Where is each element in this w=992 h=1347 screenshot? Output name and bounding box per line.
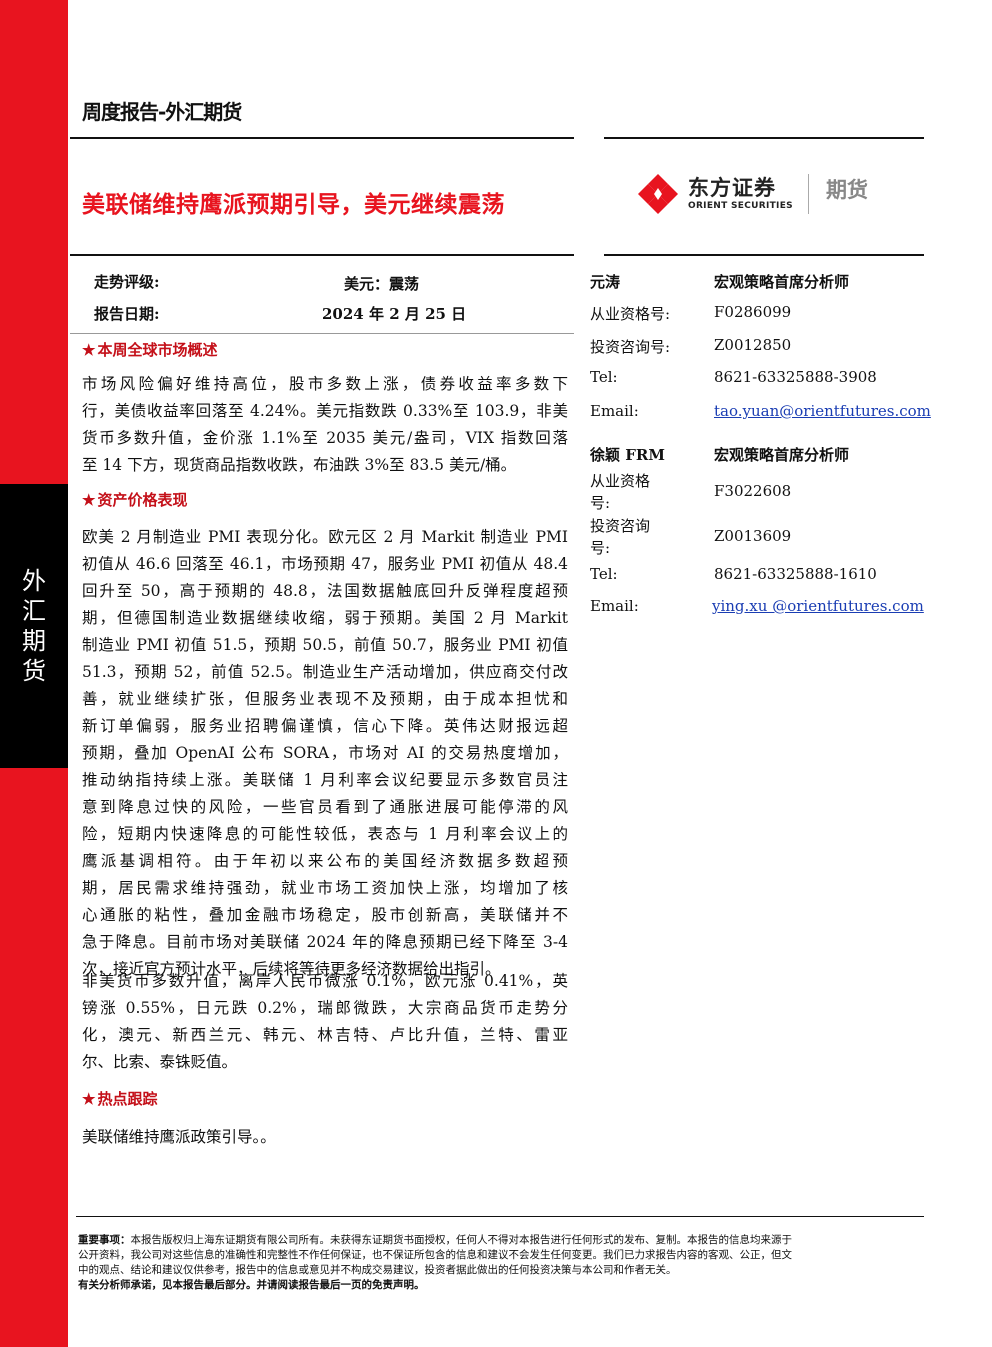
- header-rule-left: [70, 137, 574, 139]
- header-rule-right: [604, 137, 924, 139]
- rating-value: 美元：震荡: [344, 275, 420, 293]
- hot-topics-paragraph: 美联储维持鹰派政策引导。。: [82, 1124, 568, 1151]
- star-icon: ★: [82, 1090, 96, 1108]
- logo-chinese-name: 东方证券: [688, 176, 776, 200]
- disclaimer: 重要事项：本报告版权归上海东证期货有限公司所有。未获得东证期货书面授权，任何人不…: [78, 1233, 930, 1293]
- analyst-2-tel-value: 8621-63325888-1610: [714, 565, 877, 583]
- section-title-asset-prices: ★资产价格表现: [82, 491, 188, 509]
- analyst-1-name: 元涛: [590, 273, 621, 291]
- paragraph-line: 尔、比索、泰铢贬值。: [82, 1053, 238, 1071]
- disclaimer-line-3: 中的观点、结论和建议仅供参考，报告中的信息或意见并不构成交易建议，投资者据此做出…: [78, 1264, 677, 1276]
- paragraph-line: 善，就业继续扩张，但服务业表现不及预期，由于成本担忧和: [82, 690, 568, 708]
- overview-paragraph: 市场风险偏好维持高位，股市多数上涨，债券收益率多数下行，美债收益率回落至 4.2…: [82, 371, 568, 479]
- side-tab-char: 期: [22, 627, 46, 655]
- meta-rule-bottom: [70, 333, 574, 334]
- paragraph-line: 预期，叠加 OpenAI 公布 SORA，市场对 AI 的交易热度增加，: [82, 744, 568, 762]
- paragraph-line: 非美货币多数升值，离岸人民币微涨 0.1%，欧元涨 0.41%，英: [82, 972, 568, 990]
- date-value: 2024 年 2 月 25 日: [322, 305, 467, 323]
- analyst-1-tel-value: 8621-63325888-3908: [714, 368, 877, 386]
- paragraph-line: 期，居民需求维持强劲，就业市场工资加快上涨，均增加了核: [82, 879, 568, 897]
- rating-label: 走势评级:: [94, 273, 160, 291]
- analyst-2-email-link[interactable]: ying.xu @orientfutures.com: [712, 597, 924, 615]
- date-label: 报告日期:: [94, 305, 160, 323]
- logo-mark-icon: [638, 174, 678, 214]
- logo-futures-label: 期货: [826, 178, 868, 202]
- analyst-1-consult-value: Z0012850: [714, 336, 792, 354]
- section-title-overview: ★本周全球市场概述: [82, 341, 218, 359]
- paragraph-line: 期，但德国制造业数据继续收缩，弱于预期。美国 2 月 Markit: [82, 609, 568, 627]
- analyst-1-email-link[interactable]: tao.yuan@orientfutures.com: [714, 402, 931, 420]
- report-headline: 美联储维持鹰派预期引导，美元继续震荡: [82, 192, 505, 218]
- side-tab-char: 外: [22, 567, 46, 595]
- analyst-2-consult-value: Z0013609: [714, 527, 792, 545]
- analyst-2-license-label: 从业资格 号:: [590, 472, 651, 512]
- analyst-1-tel-label: Tel:: [590, 368, 618, 386]
- analyst-1-license-label: 从业资格号:: [590, 305, 671, 323]
- paragraph-line: 次，接近官方预计水平，后续将等待更多经济数据给出指引。: [82, 960, 501, 978]
- analyst-1-email-label: Email:: [590, 402, 639, 420]
- paragraph-line: 初值从 46.6 回落至 46.1，市场预期 47，服务业 PMI 初值从 48…: [82, 555, 568, 573]
- paragraph-line: 回升至 50，高于预期的 48.8，法国数据触底回升反弹程度超预: [82, 582, 568, 600]
- asset-prices-paragraph-2: 非美货币多数升值，离岸人民币微涨 0.1%，欧元涨 0.41%，英镑涨 0.55…: [82, 968, 568, 1076]
- paragraph-line: 推动纳指持续上涨。美联储 1 月利率会议纪要显示多数官员注: [82, 771, 568, 789]
- paragraph-line: 新订单偏弱，服务业招聘偏谨慎，信心下降。英伟达财报远超: [82, 717, 568, 735]
- paragraph-line: 制造业 PMI 初值 51.5，预期 50.5，前值 50.7，服务业 PMI …: [82, 636, 568, 654]
- disclaimer-line-2: 公开资料，我公司对这些信息的准确性和完整性不作任何保证，也不保证所包含的信息和建…: [78, 1249, 792, 1261]
- analyst-1-license-value: F0286099: [714, 303, 792, 321]
- paragraph-line: 险，短期内快速降息的可能性较低，表态与 1 月利率会议上的: [82, 825, 568, 843]
- meta-rule-left: [70, 254, 574, 256]
- disclaimer-label: 重要事项：: [78, 1234, 131, 1246]
- paragraph-line: 化，澳元、新西兰元、韩元、林吉特、卢比升值，兰特、雷亚: [82, 1026, 568, 1044]
- paragraph-line: 行，美债收益率回落至 4.24%。美元指数跌 0.33%至 103.9，非美: [82, 402, 568, 420]
- paragraph-line: 欧美 2 月制造业 PMI 表现分化。欧元区 2 月 Markit 制造业 PM…: [82, 528, 568, 546]
- disclaimer-analyst-note: 有关分析师承诺，见本报告最后部分。并请阅读报告最后一页的免责声明。: [78, 1279, 425, 1291]
- footer-rule: [76, 1216, 924, 1217]
- paragraph-line: 镑涨 0.55%，日元跌 0.2%，瑞郎微跌，大宗商品货币走势分: [82, 999, 568, 1017]
- side-tab-char: 货: [22, 657, 46, 685]
- analyst-2-license-value: F3022608: [714, 482, 792, 500]
- paragraph-line: 市场风险偏好维持高位，股市多数上涨，债券收益率多数下: [82, 375, 568, 393]
- analyst-2-consult-label: 投资咨询 号:: [590, 517, 651, 557]
- analyst-2-name: 徐颖 FRM: [590, 446, 665, 464]
- analyst-2-title: 宏观策略首席分析师: [714, 446, 850, 464]
- side-tab-char: 汇: [22, 597, 46, 625]
- paragraph-line: 意到降息过快的风险，一些官员看到了通胀进展可能停滞的风: [82, 798, 568, 816]
- paragraph-line: 至 14 下方，现货商品指数收跌，布油跌 3%至 83.5 美元/桶。: [82, 456, 517, 474]
- paragraph-line: 心通胀的粘性，叠加金融市场稳定，股市创新高，美联储并不: [82, 906, 568, 924]
- paragraph-line: 美联储维持鹰派政策引导。。: [82, 1128, 276, 1146]
- report-category: 周度报告-外汇期货: [82, 100, 242, 124]
- paragraph-line: 鹰派基调相符。由于年初以来公布的美国经济数据多数超预: [82, 852, 568, 870]
- paragraph-line: 51.3，预期 52，前值 52.5。制造业生产活动增加，供应商交付改: [82, 663, 568, 681]
- analyst-1-title: 宏观策略首席分析师: [714, 273, 850, 291]
- disclaimer-line-1: 本报告版权归上海东证期货有限公司所有。未获得东证期货书面授权，任何人不得对本报告…: [130, 1234, 793, 1246]
- star-icon: ★: [82, 341, 96, 359]
- logo-english-name: ORIENT SECURITIES: [688, 201, 793, 211]
- meta-rule-right: [604, 254, 924, 256]
- star-icon: ★: [82, 491, 96, 509]
- paragraph-line: 货币多数升值，金价涨 1.1%至 2035 美元/盎司，VIX 指数回落: [82, 429, 568, 447]
- analyst-2-email-label: Email:: [590, 597, 639, 615]
- company-logo: 东方证券 ORIENT SECURITIES 期货: [636, 168, 926, 220]
- side-tab: [0, 484, 68, 768]
- paragraph-line: 急于降息。目前市场对美联储 2024 年的降息预期已经下降至 3-4: [82, 933, 568, 951]
- asset-prices-paragraph-1: 欧美 2 月制造业 PMI 表现分化。欧元区 2 月 Markit 制造业 PM…: [82, 524, 568, 983]
- section-title-hot-topics: ★热点跟踪: [82, 1090, 158, 1108]
- analyst-1-consult-label: 投资咨询号:: [590, 338, 671, 356]
- logo-divider: [808, 174, 809, 214]
- analyst-2-tel-label: Tel:: [590, 565, 618, 583]
- side-tab-label: 外汇期货: [0, 566, 68, 686]
